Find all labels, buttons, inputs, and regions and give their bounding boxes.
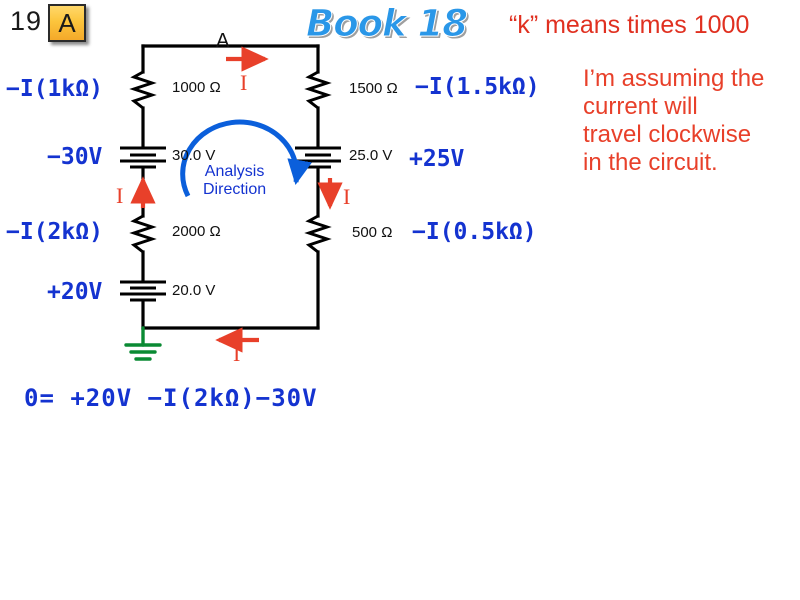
assumption-line-1: I’m assuming the: [583, 65, 765, 92]
drop-label-r4: −I(0.5kΩ): [412, 219, 537, 245]
section-letter-badge: A: [48, 4, 86, 42]
assumption-line-3: travel clockwise: [583, 121, 752, 149]
resistor-bottom-left-symbol: [129, 214, 157, 254]
assumption-line-4: in the circuit.: [583, 149, 718, 177]
node-label-a: A: [216, 30, 230, 52]
value-label-r1: 1000 Ω: [172, 79, 221, 96]
resistor-bottom-right-symbol: [304, 214, 332, 254]
analysis-direction-line-2: Direction: [203, 180, 267, 198]
drop-label-r3: −I(1.5kΩ): [415, 74, 540, 100]
drop-label-v2: +20V: [47, 279, 103, 305]
badge-letter: A: [58, 7, 76, 38]
current-arrows: [130, 46, 343, 353]
k-unit-note: “k” means times 1000: [509, 11, 750, 39]
analysis-direction-label: Analysis Direction: [203, 163, 266, 198]
battery-right-symbol: [295, 146, 341, 169]
page-title: Book 18: [305, 2, 468, 46]
battery-left-lower-symbol: [120, 280, 166, 302]
slide-number: 19: [10, 6, 43, 36]
current-label-right: I: [343, 184, 351, 209]
value-label-v2: 20.0 V: [172, 282, 216, 299]
analysis-direction-arrow: [180, 119, 312, 198]
drop-label-r2: −I(2kΩ): [6, 219, 103, 245]
battery-left-upper-symbol: [120, 146, 166, 169]
ground-symbol: [124, 326, 162, 361]
analysis-direction-line-1: Analysis: [204, 163, 265, 180]
current-label-left: I: [116, 183, 124, 208]
assumption-note: I’m assuming the current will travel clo…: [583, 65, 800, 177]
value-label-v1: 30.0 V: [172, 147, 216, 164]
drop-label-v1: −30V: [47, 144, 103, 170]
assumption-line-2: current will: [583, 93, 698, 121]
kvl-equation: 0= +20V −I(2kΩ)−30V: [24, 384, 318, 412]
current-label-bottom: I: [233, 341, 241, 366]
drop-label-v3: +25V: [409, 146, 465, 172]
resistor-top-right-symbol: [304, 70, 332, 110]
current-label-top: I: [240, 70, 248, 95]
value-label-r3: 1500 Ω: [349, 80, 398, 97]
value-label-r4: 500 Ω: [352, 224, 393, 241]
value-label-r2: 2000 Ω: [172, 223, 221, 240]
drop-label-r1: −I(1kΩ): [6, 76, 103, 102]
value-label-v3: 25.0 V: [349, 147, 393, 164]
resistor-top-left-symbol: [129, 70, 157, 110]
